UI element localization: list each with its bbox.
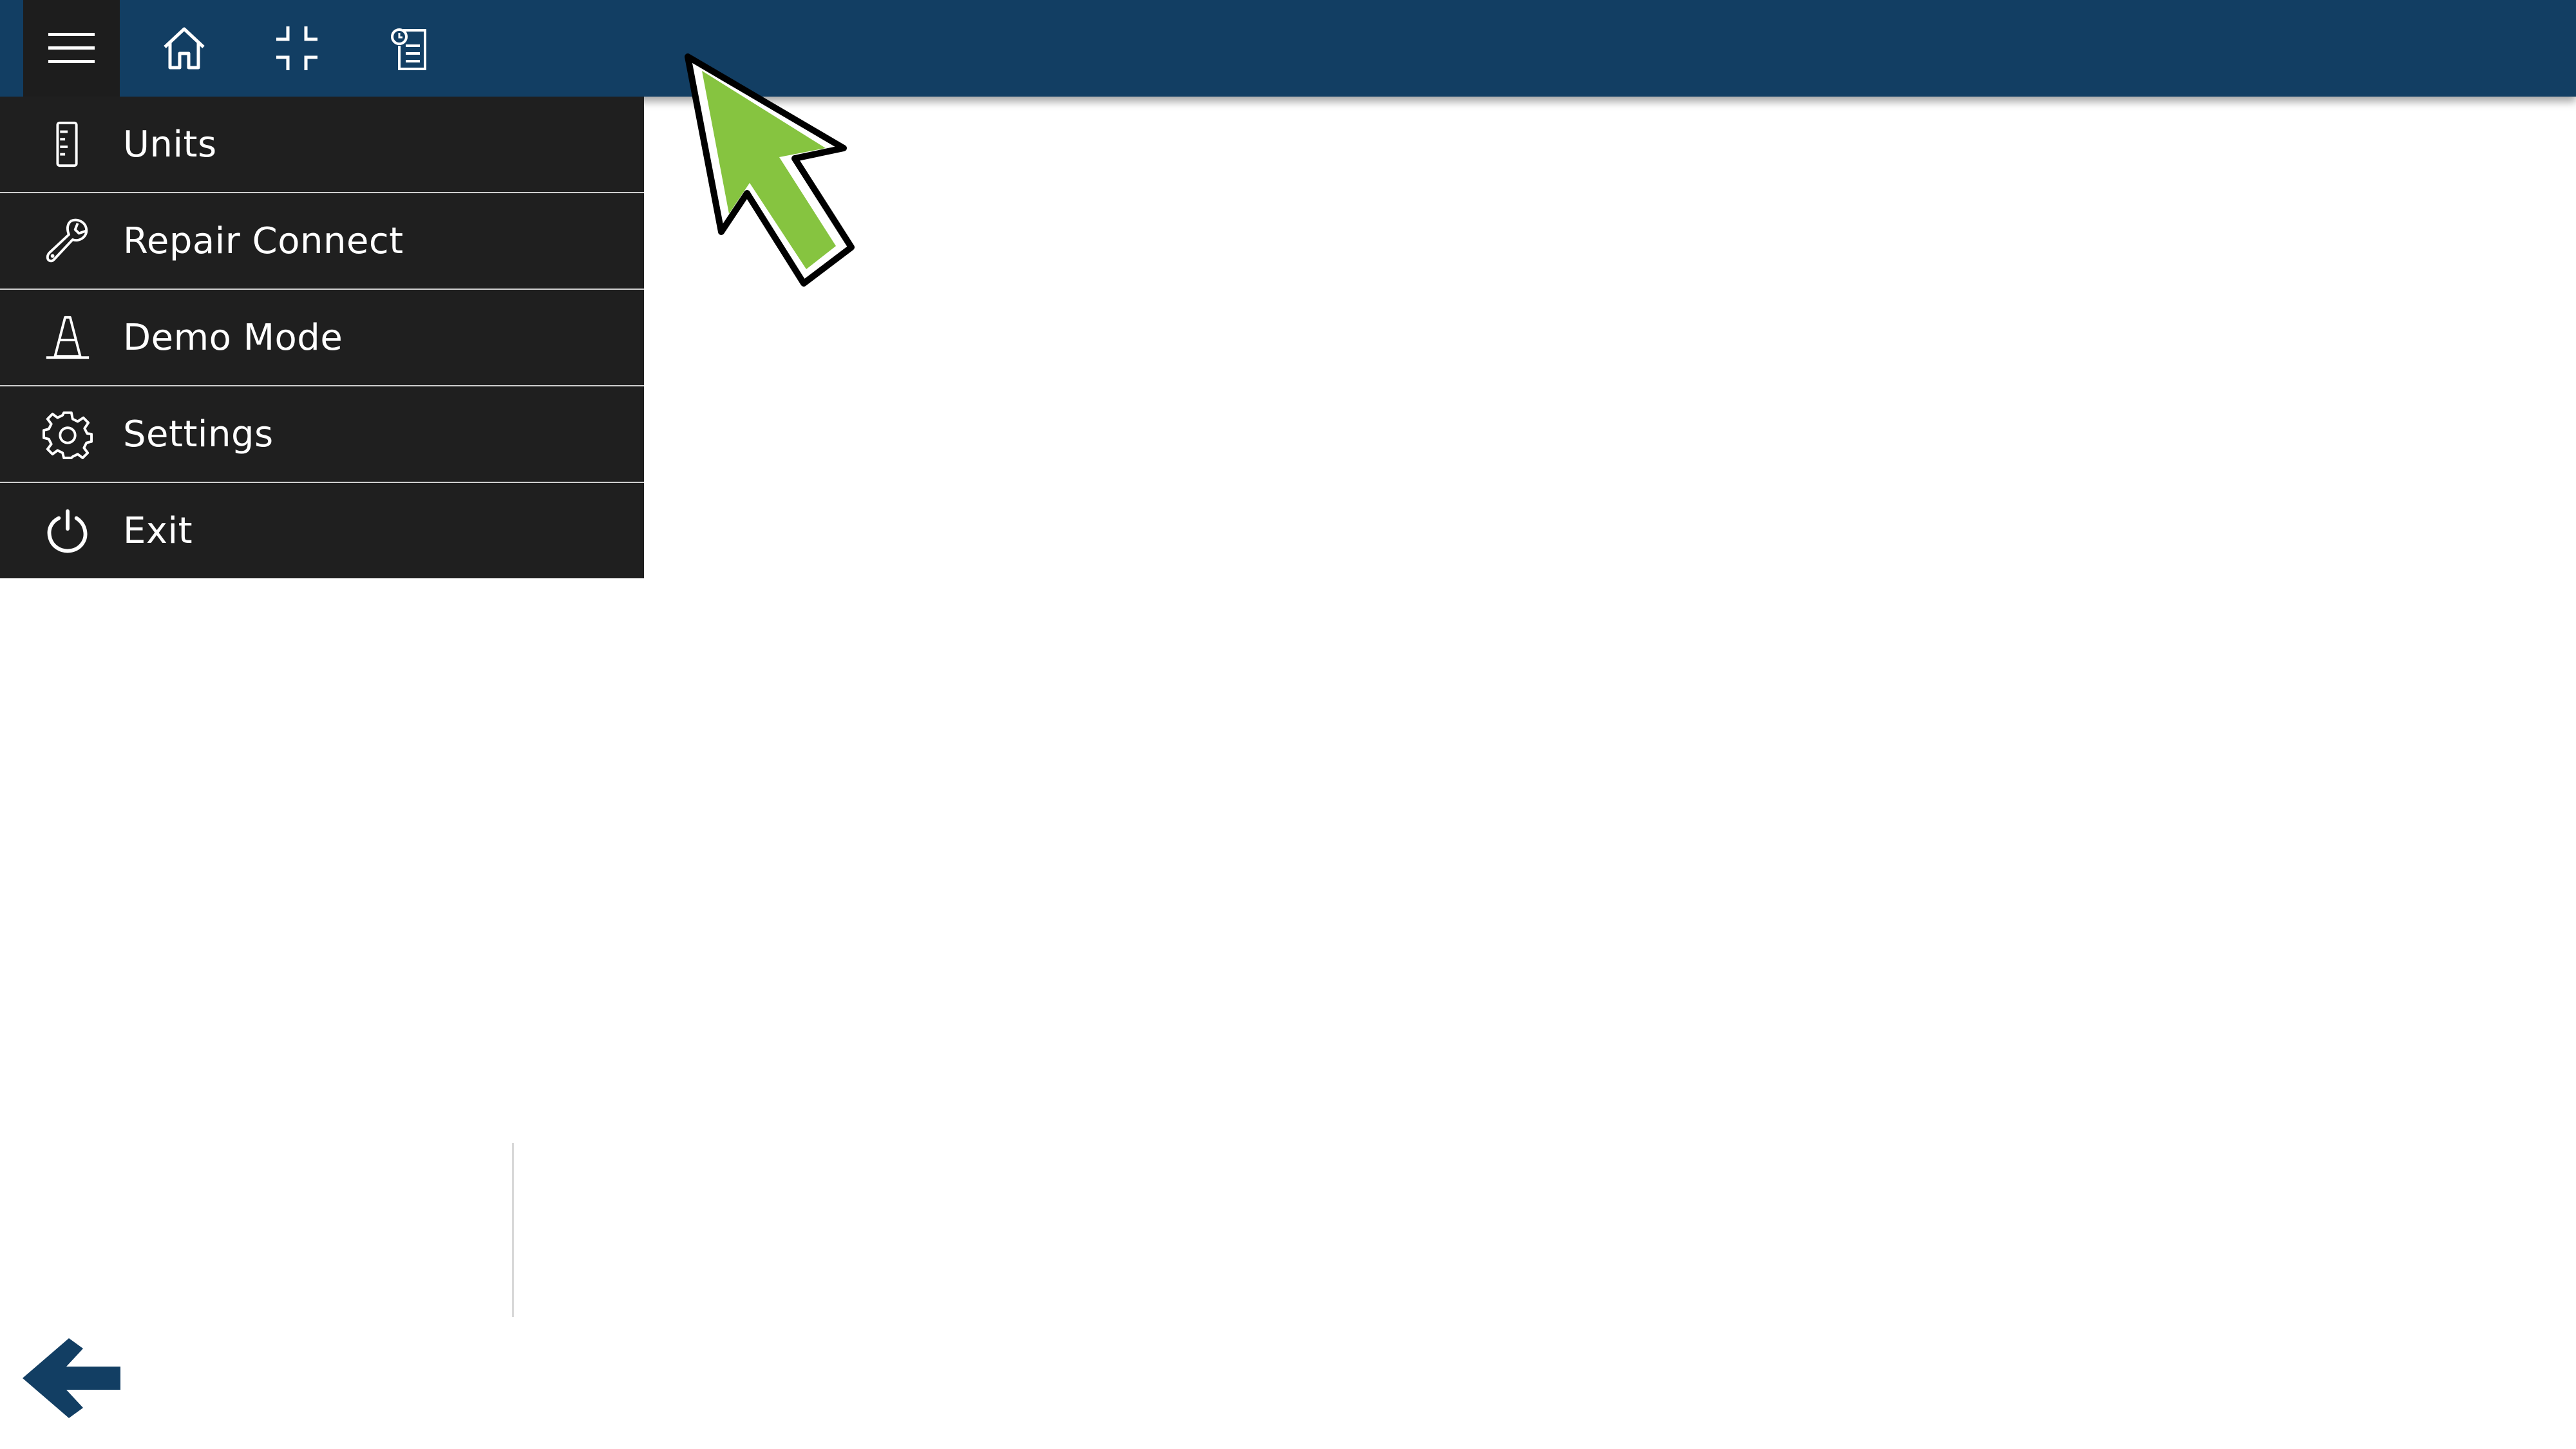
gear-icon — [42, 408, 93, 460]
main-menu-dropdown: Units Repair Connect Demo Mode Sett — [0, 97, 644, 578]
power-icon — [42, 505, 93, 556]
menu-item-demo-mode[interactable]: Demo Mode — [0, 290, 644, 386]
traffic-cone-icon — [42, 312, 93, 363]
menu-item-label: Units — [123, 123, 217, 166]
collapse-button[interactable] — [249, 0, 345, 97]
home-button[interactable] — [136, 0, 232, 97]
menu-item-settings[interactable]: Settings — [0, 386, 644, 483]
menu-item-repair-connect[interactable]: Repair Connect — [0, 193, 644, 290]
menu-item-label: Repair Connect — [123, 220, 404, 262]
back-arrow-icon — [23, 1338, 120, 1418]
notes-icon — [391, 28, 426, 70]
menu-item-exit[interactable]: Exit — [0, 483, 644, 578]
menu-item-label: Exit — [123, 509, 193, 552]
home-icon — [164, 27, 205, 70]
top-toolbar — [0, 0, 2576, 97]
collapse-icon — [276, 26, 317, 70]
hamburger-menu-icon — [48, 33, 95, 63]
menu-button[interactable] — [23, 0, 120, 97]
menu-item-label: Settings — [123, 413, 274, 455]
back-button[interactable] — [16, 1333, 126, 1423]
menu-item-label: Demo Mode — [123, 316, 343, 359]
panel-divider — [512, 1143, 514, 1317]
wrench-icon — [42, 215, 93, 267]
menu-item-units[interactable]: Units — [0, 97, 644, 193]
notes-button[interactable] — [361, 0, 458, 97]
ruler-icon — [42, 118, 93, 170]
